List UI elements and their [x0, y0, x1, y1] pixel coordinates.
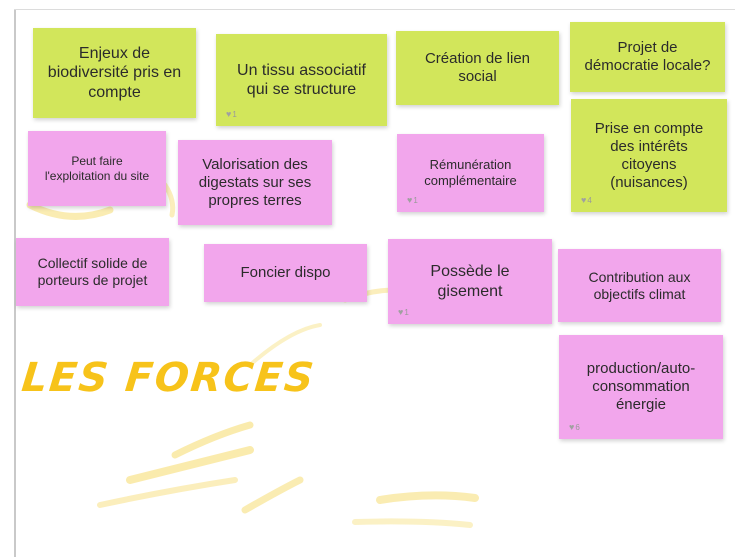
note-text: Collectif solide de porteurs de projet: [37, 255, 148, 288]
heart-icon: ♥: [226, 109, 232, 120]
sticky-note[interactable]: Rémunération complémentaire ♥ 1: [397, 134, 544, 212]
board-left-border: [14, 10, 16, 557]
heart-icon: ♥: [569, 422, 575, 433]
note-text: production/auto-consommation énergie: [586, 360, 696, 413]
like-counter[interactable]: ♥ 1: [226, 109, 237, 120]
note-text: Création de lien social: [424, 50, 531, 85]
sticky-note[interactable]: Valorisation des digestats sur ses propr…: [178, 140, 332, 225]
note-text: Un tissu associatif qui se structure: [237, 61, 366, 98]
sticky-note[interactable]: Contribution aux objectifs climat: [558, 249, 721, 322]
board-top-border: [14, 9, 735, 10]
sticky-note[interactable]: Prise en compte des intérêts citoyens (n…: [571, 99, 727, 212]
note-text: Foncier dispo: [240, 264, 331, 281]
sticky-note[interactable]: Peut faire l'exploitation du site: [28, 131, 166, 206]
like-count: 6: [575, 422, 580, 432]
note-text: Peut faire l'exploitation du site: [44, 154, 150, 183]
sticky-note[interactable]: Un tissu associatif qui se structure ♥ 1: [216, 34, 387, 126]
like-count: 4: [587, 195, 592, 205]
like-counter[interactable]: ♥ 6: [569, 422, 580, 433]
like-count: 1: [413, 195, 418, 205]
board-title: LES FORCES: [19, 355, 318, 401]
like-counter[interactable]: ♥ 4: [581, 195, 592, 206]
sticky-note[interactable]: Foncier dispo: [204, 244, 367, 302]
note-text: Prise en compte des intérêts citoyens (n…: [594, 119, 704, 191]
heart-icon: ♥: [398, 307, 404, 318]
sticky-note[interactable]: production/auto-consommation énergie ♥ 6: [559, 335, 723, 439]
note-text: Valorisation des digestats sur ses propr…: [198, 155, 312, 209]
sticky-note[interactable]: Possède le gisement ♥ 1: [388, 239, 552, 324]
like-count: 1: [232, 109, 237, 119]
heart-icon: ♥: [407, 195, 413, 206]
sticky-note[interactable]: Enjeux de biodiversité pris en compte: [33, 28, 196, 118]
note-text: Projet de démocratie locale?: [584, 39, 711, 74]
note-text: Enjeux de biodiversité pris en compte: [47, 45, 182, 101]
note-text: Contribution aux objectifs climat: [588, 268, 691, 302]
note-text: Possède le gisement: [430, 263, 510, 300]
like-count: 1: [404, 307, 409, 317]
like-counter[interactable]: ♥ 1: [407, 195, 418, 206]
sticky-note[interactable]: Collectif solide de porteurs de projet: [16, 238, 169, 306]
like-counter[interactable]: ♥ 1: [398, 307, 409, 318]
heart-icon: ♥: [581, 195, 587, 206]
sticky-note[interactable]: Projet de démocratie locale?: [570, 22, 725, 92]
sticky-note[interactable]: Création de lien social: [396, 31, 559, 105]
note-text: Rémunération complémentaire: [424, 157, 517, 188]
